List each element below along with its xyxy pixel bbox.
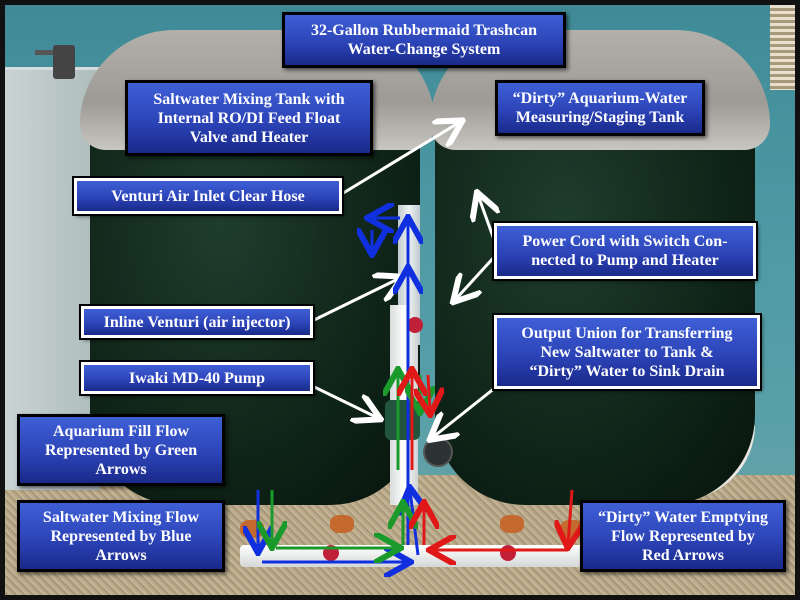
label-line: Aquarium Fill Flow <box>52 422 189 440</box>
label-line: Internal RO/DI Feed Float <box>157 109 341 127</box>
ball-valve <box>407 317 423 333</box>
label-line: nected to Pump and Heater <box>531 252 719 269</box>
label-line: Valve and Heater <box>189 128 309 146</box>
label-line: Saltwater Mixing Flow <box>42 508 200 526</box>
label-line: Power Cord with Switch Con- <box>522 233 728 250</box>
label-line: “Dirty” Aquarium-Water <box>512 90 688 107</box>
label-line: Measuring/Staging Tank <box>515 109 685 126</box>
label-line: Flow Represented by <box>611 527 755 545</box>
horizontal-manifold-pipe <box>240 545 590 567</box>
faucet-handle <box>35 50 57 55</box>
caster-wheel <box>330 515 354 533</box>
faucet <box>53 45 75 79</box>
caster-wheel <box>240 520 264 538</box>
venturi-hose-label: Venturi Air Inlet Clear Hose <box>72 176 344 216</box>
label-line: New Saltwater to Tank & <box>540 343 714 361</box>
label-line: Arrows <box>95 546 147 564</box>
ball-valve <box>323 545 339 561</box>
label-line: Inline Venturi (air injector) <box>103 313 291 331</box>
label-line: “Dirty” Water to Sink Drain <box>529 362 725 380</box>
label-line: Output Union for Transferring <box>521 324 733 342</box>
label-line: Arrows <box>95 460 147 478</box>
ball-valve <box>500 545 516 561</box>
label-line: Represented by Green <box>44 441 198 459</box>
pump-body <box>385 400 420 440</box>
title-line-1: 32-Gallon Rubbermaid Trashcan <box>310 22 538 39</box>
label-line: Saltwater Mixing Tank with <box>153 90 345 108</box>
window-blinds <box>770 5 795 90</box>
output-union <box>423 437 453 467</box>
pump-label: Iwaki MD-40 Pump <box>79 360 315 396</box>
inline-venturi-label: Inline Venturi (air injector) <box>79 304 315 340</box>
power-cord-label: Power Cord with Switch Con-nected to Pum… <box>492 221 758 281</box>
label-line: “Dirty” Water Emptying <box>597 508 769 526</box>
label-line: Represented by Blue <box>50 527 192 545</box>
staging-tank-can <box>435 105 755 505</box>
label-line: Iwaki MD-40 Pump <box>128 369 265 387</box>
title-line-2: Water-Change System <box>347 41 501 58</box>
caster-wheel <box>500 515 524 533</box>
label-line: Venturi Air Inlet Clear Hose <box>111 187 305 205</box>
label-line: Red Arrows <box>642 546 724 564</box>
